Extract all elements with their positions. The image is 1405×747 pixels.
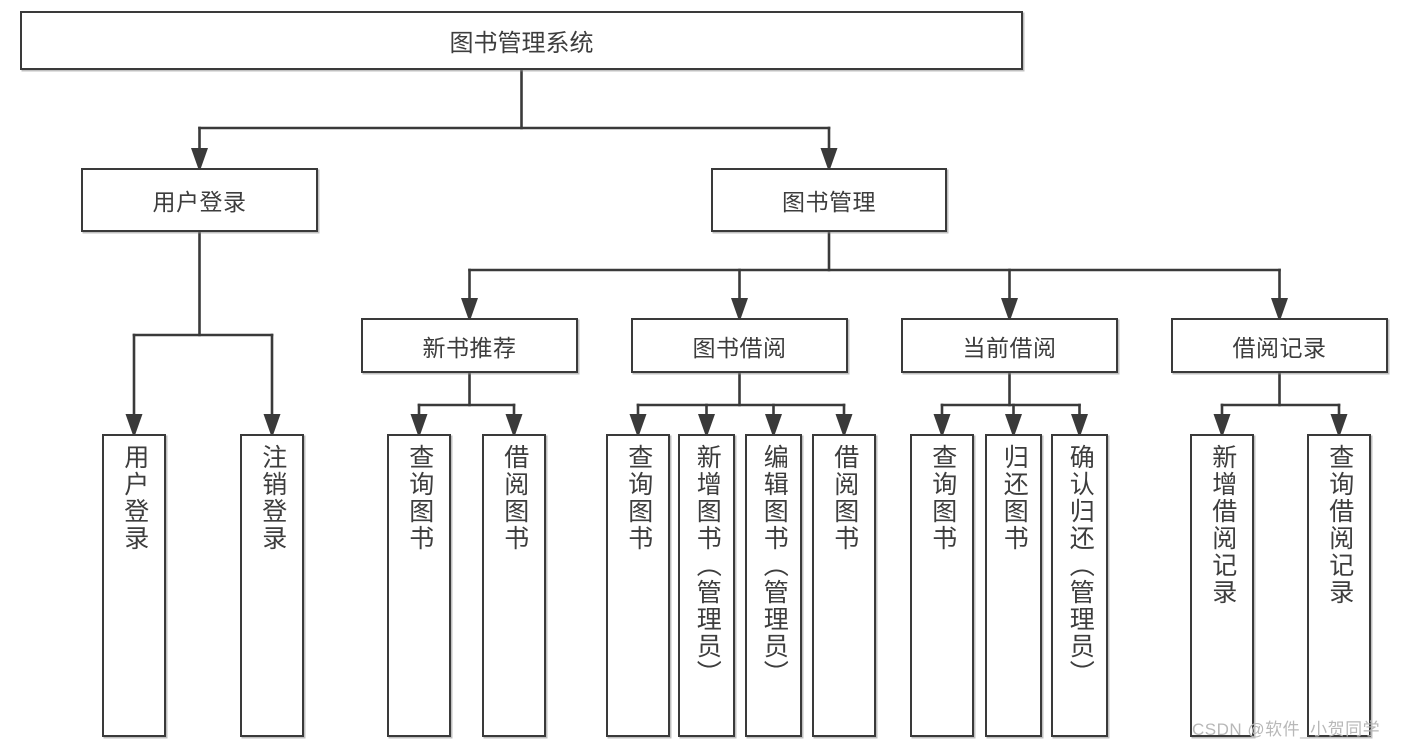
node-label: 当前借阅 bbox=[962, 334, 1057, 361]
node-label: 新增图书（管理员） bbox=[693, 444, 722, 687]
node-label: 图书管理系统 bbox=[449, 30, 594, 57]
node-root-book-management-system[interactable]: 图书管理系统 bbox=[20, 11, 1023, 70]
leaf-return-book[interactable]: 归还图书 bbox=[985, 434, 1042, 737]
node-label: 查询图书 bbox=[624, 444, 653, 552]
node-user-login[interactable]: 用户登录 bbox=[81, 168, 318, 232]
node-new-book-recommendation[interactable]: 新书推荐 bbox=[361, 318, 578, 373]
leaf-borrow-book-borrowing[interactable]: 借阅图书 bbox=[812, 434, 876, 737]
leaf-edit-book-admin[interactable]: 编辑图书（管理员） bbox=[745, 434, 802, 737]
node-label: 借阅图书 bbox=[830, 444, 859, 552]
node-label: 归还图书 bbox=[1000, 444, 1029, 552]
leaf-user-login[interactable]: 用户登录 bbox=[102, 434, 166, 737]
node-label: 编辑图书（管理员） bbox=[760, 444, 789, 687]
leaf-query-book-newbook[interactable]: 查询图书 bbox=[387, 434, 451, 737]
leaf-add-book-admin[interactable]: 新增图书（管理员） bbox=[678, 434, 735, 737]
leaf-query-book-borrowing[interactable]: 查询图书 bbox=[606, 434, 670, 737]
node-label: 查询图书 bbox=[405, 444, 434, 552]
node-book-management[interactable]: 图书管理 bbox=[711, 168, 947, 232]
node-label: 用户登录 bbox=[152, 189, 247, 215]
node-label: 新书推荐 bbox=[422, 334, 517, 361]
node-label: 注销登录 bbox=[258, 444, 287, 552]
node-book-borrowing[interactable]: 图书借阅 bbox=[631, 318, 848, 373]
node-borrowing-record[interactable]: 借阅记录 bbox=[1171, 318, 1388, 373]
node-label: 新增借阅记录 bbox=[1208, 444, 1237, 606]
node-label: 图书管理 bbox=[782, 189, 876, 215]
leaf-confirm-return-admin[interactable]: 确认归还（管理员） bbox=[1051, 434, 1108, 737]
leaf-add-borrow-record[interactable]: 新增借阅记录 bbox=[1190, 434, 1254, 737]
node-label: 借阅记录 bbox=[1232, 334, 1327, 361]
watermark-csdn: CSDN @软件_小贺同学 bbox=[1192, 720, 1381, 739]
node-label: 查询借阅记录 bbox=[1325, 444, 1354, 606]
leaf-query-book-current[interactable]: 查询图书 bbox=[910, 434, 974, 737]
leaf-borrow-book-newbook[interactable]: 借阅图书 bbox=[482, 434, 546, 737]
node-label: 查询图书 bbox=[928, 444, 957, 552]
leaf-query-borrow-record[interactable]: 查询借阅记录 bbox=[1307, 434, 1371, 737]
node-label: 借阅图书 bbox=[500, 444, 529, 552]
node-label: 确认归还（管理员） bbox=[1066, 444, 1095, 687]
leaf-logout[interactable]: 注销登录 bbox=[240, 434, 304, 737]
node-label: 图书借阅 bbox=[692, 334, 787, 361]
node-label: 用户登录 bbox=[120, 444, 149, 552]
node-current-borrowing[interactable]: 当前借阅 bbox=[901, 318, 1118, 373]
